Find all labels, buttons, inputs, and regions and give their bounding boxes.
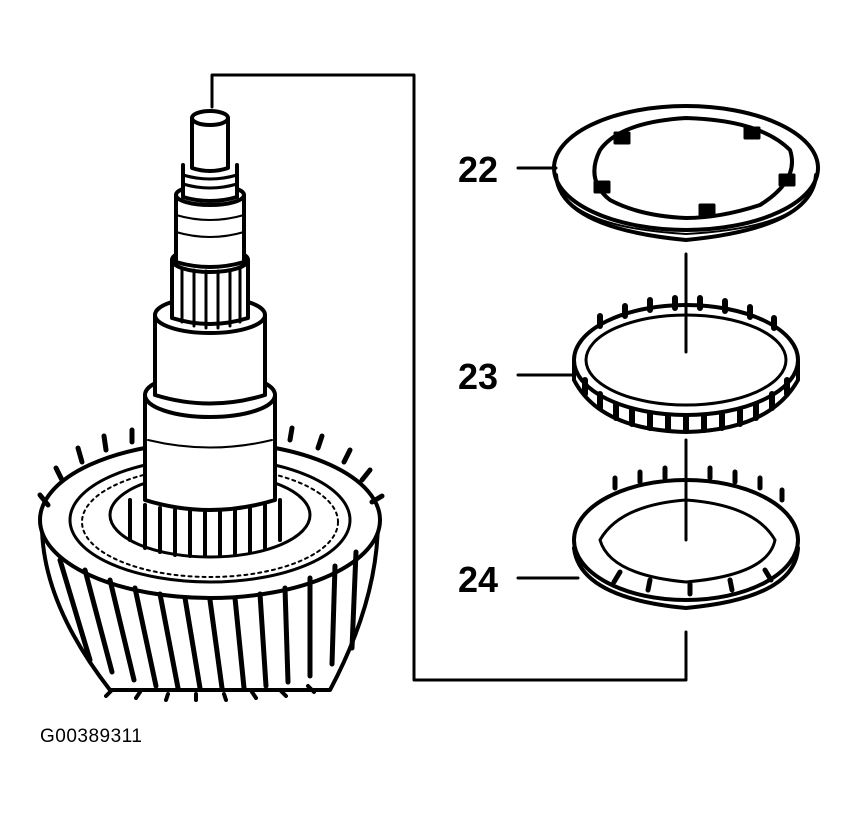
callout-23: 23: [458, 356, 498, 397]
synchronizer-cone-23: [572, 295, 800, 434]
figure-id: G00389311: [40, 726, 143, 747]
callout-22: 22: [458, 149, 498, 190]
main-shaft: [143, 109, 277, 512]
assembly-bracket-line: [210, 73, 688, 682]
helical-gear: [37, 425, 385, 702]
callout-leaders: [516, 166, 580, 580]
callout-24: 24: [458, 559, 498, 600]
synchronizer-ring-24: [572, 465, 800, 610]
synchronizer-ring-22: [552, 104, 820, 242]
